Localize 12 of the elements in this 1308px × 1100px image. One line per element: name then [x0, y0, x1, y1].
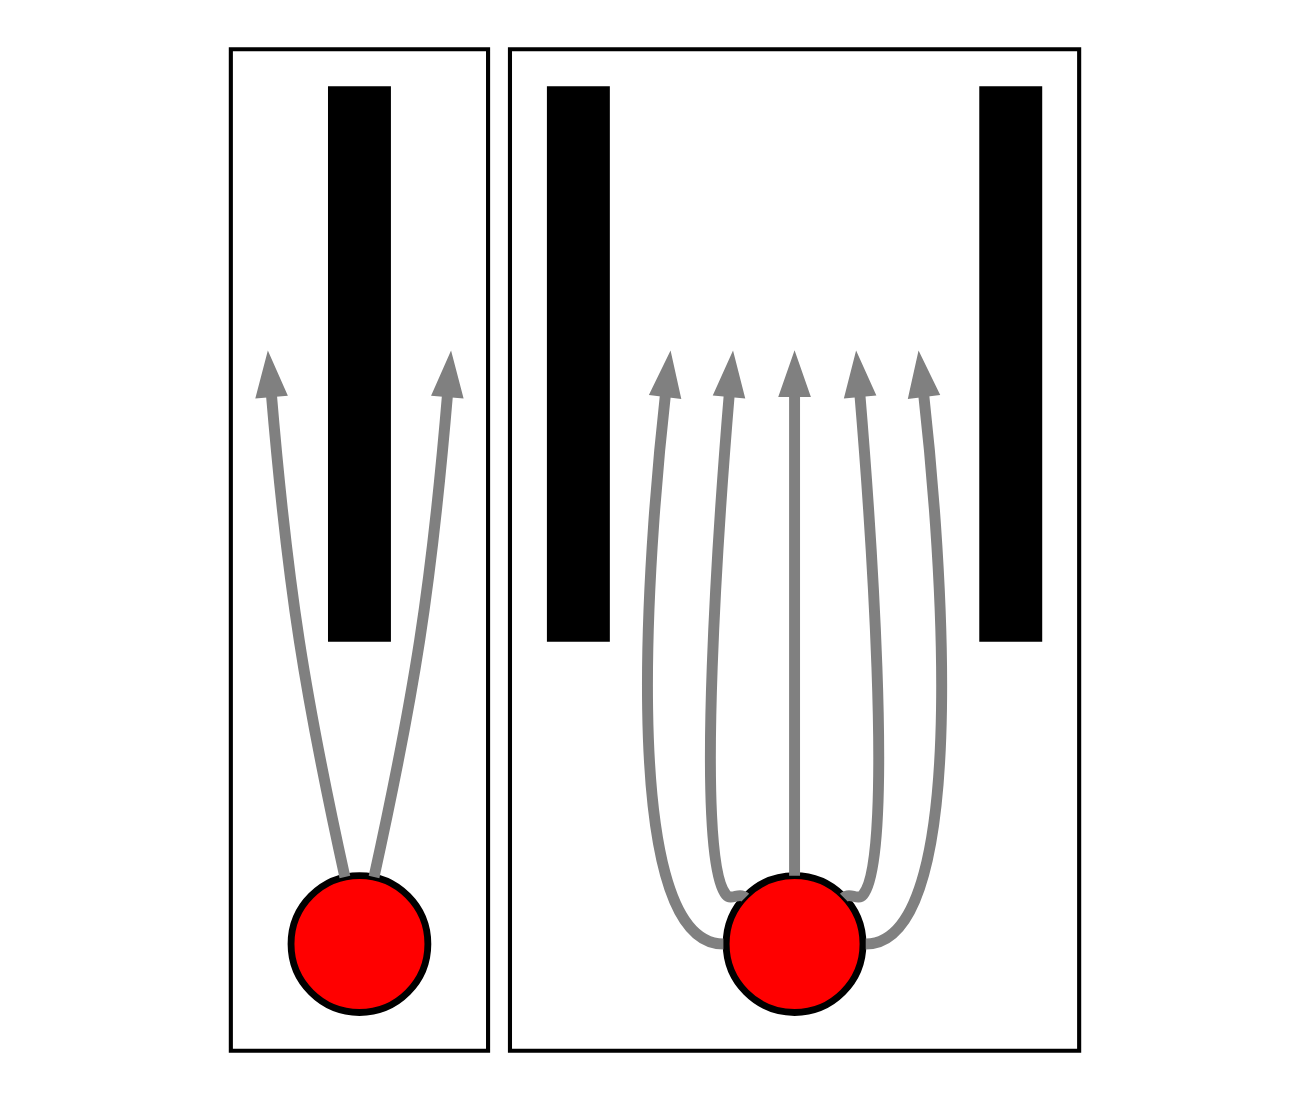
cluster: [227, 47, 490, 1053]
node-bar: [327, 86, 390, 642]
arrow: [367, 350, 463, 879]
arrow: [862, 350, 946, 950]
cluster: [506, 47, 1081, 1053]
node-circle: [721, 872, 866, 1016]
arrow: [254, 350, 350, 879]
node-circle: [286, 872, 431, 1016]
arrow: [777, 350, 810, 876]
arrow: [641, 350, 725, 950]
node-bar: [545, 86, 609, 642]
node-bar: [978, 86, 1042, 642]
